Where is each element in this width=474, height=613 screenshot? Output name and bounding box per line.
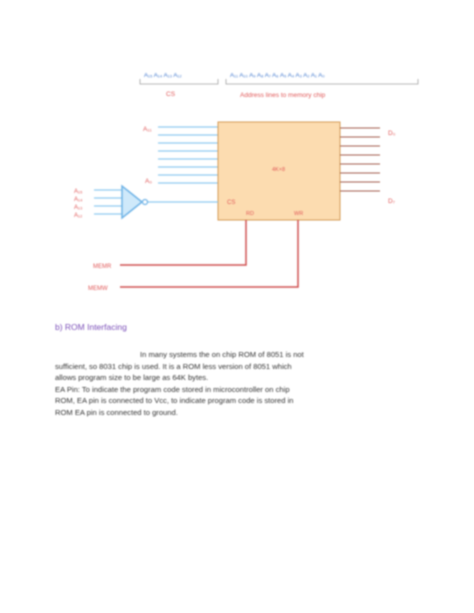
cs-bracket bbox=[139, 79, 219, 85]
cs-pin-label: CS bbox=[227, 200, 235, 206]
chip-label: 4K×8 bbox=[272, 167, 285, 173]
bus-bottom-label: A₀ bbox=[145, 178, 152, 185]
gate-input-label: A₁₃ bbox=[74, 205, 83, 211]
address-lines-label: Address lines to memory chip bbox=[240, 92, 326, 99]
data-top-label: D₀ bbox=[388, 130, 396, 137]
section-title: b) ROM Interfacing bbox=[55, 322, 127, 332]
bus-top-label: A₁₁ bbox=[143, 126, 153, 133]
address-bracket bbox=[225, 79, 419, 85]
top-right-address-label: A₁₁ A₁₀ A₉ A₈ A₇ A₆ A₅ A₄ A₃ A₂ A₁ A₀ bbox=[230, 73, 325, 79]
paragraph-line: ROM, EA pin is connected to Vcc, to indi… bbox=[55, 396, 294, 406]
gate-input-label: A₁₄ bbox=[74, 197, 83, 203]
paragraph-line: ROM EA pin is connected to ground. bbox=[55, 407, 178, 417]
rd-pin-label: RD bbox=[246, 211, 254, 217]
memory-interfacing-diagram: A₁₅ A₁₄ A₁₃ A₁₂ A₁₁ A₁₀ A₉ A₈ A₇ A₆ A₅ A… bbox=[74, 73, 419, 292]
memr-label: MEMR bbox=[93, 264, 112, 270]
gate-input-label: A₁₅ bbox=[74, 189, 83, 195]
memory-chip bbox=[217, 121, 341, 221]
data-output-lines bbox=[340, 127, 380, 192]
wr-pin-label: WR bbox=[294, 211, 303, 217]
paragraph-line: EA Pin: To indicate the program code sto… bbox=[55, 384, 290, 394]
address-bus-lines bbox=[158, 126, 218, 184]
gate-bubble bbox=[141, 198, 149, 206]
paragraph-line: sufficient, so 8031 chip is used. It is … bbox=[55, 361, 292, 371]
paragraph-line: In many systems the on chip ROM of 8051 … bbox=[140, 350, 304, 359]
paragraph-line: allows program size to be large as 64K b… bbox=[55, 373, 209, 383]
memw-label: MEMW bbox=[88, 286, 108, 292]
top-left-address-label: A₁₅ A₁₄ A₁₃ A₁₂ bbox=[144, 73, 182, 79]
cs-bracket-label: CS bbox=[166, 91, 176, 98]
memr-line bbox=[120, 220, 247, 266]
data-bottom-label: D₇ bbox=[388, 198, 395, 205]
gate-input-label: A₁₂ bbox=[74, 213, 83, 219]
memw-line bbox=[120, 220, 299, 288]
gate-input-lines bbox=[94, 189, 124, 215]
body-paragraph: In many systems the on chip ROM of 8051 … bbox=[55, 349, 405, 419]
decoder-gate bbox=[121, 184, 144, 220]
